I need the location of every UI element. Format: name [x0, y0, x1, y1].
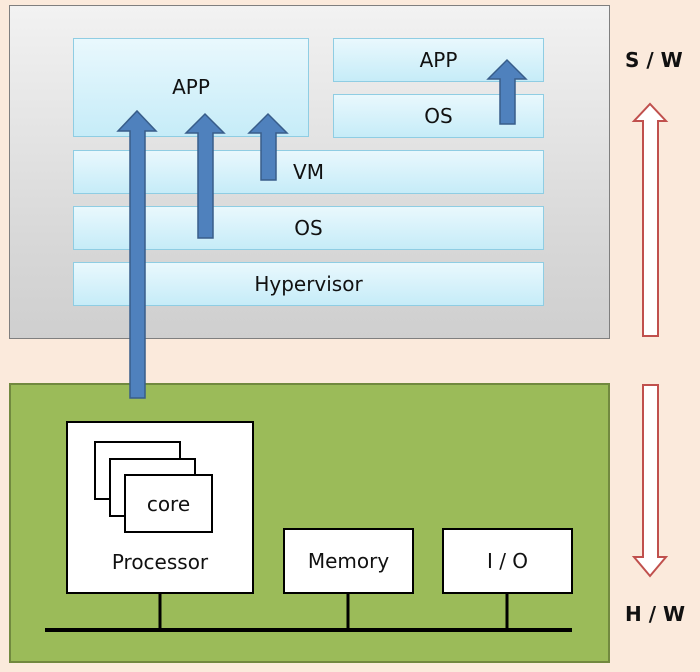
io-label: I / O	[486, 549, 529, 573]
native-os-label: OS	[424, 104, 453, 128]
hardware-down-arrow-icon	[631, 384, 669, 578]
vm-app-layer: APP	[73, 38, 309, 137]
passthrough-arrow	[116, 109, 158, 399]
memory-box: Memory	[283, 528, 414, 594]
hypervisor-label: Hypervisor	[254, 272, 363, 296]
processor-label: Processor	[111, 550, 209, 574]
guest-os-layer: OS	[73, 206, 544, 250]
vm-label: VM	[293, 160, 324, 184]
io-box: I / O	[442, 528, 573, 594]
software-up-arrow-icon	[631, 102, 669, 337]
native-app-label: APP	[419, 48, 458, 72]
core-label: core	[146, 491, 191, 516]
core-box: core	[124, 474, 213, 533]
memory-label: Memory	[307, 549, 390, 573]
guest-os-label: OS	[294, 216, 323, 240]
vm-layer: VM	[73, 150, 544, 194]
vm-app-label: APP	[172, 75, 210, 99]
hardware-side-label: H / W	[625, 602, 686, 626]
software-side-label: S / W	[625, 48, 683, 72]
guest-os-arrow	[184, 112, 226, 239]
vm-arrow	[247, 112, 289, 181]
native-os-arrow	[486, 58, 528, 125]
hypervisor-layer: Hypervisor	[73, 262, 544, 306]
system-bus	[45, 594, 572, 632]
